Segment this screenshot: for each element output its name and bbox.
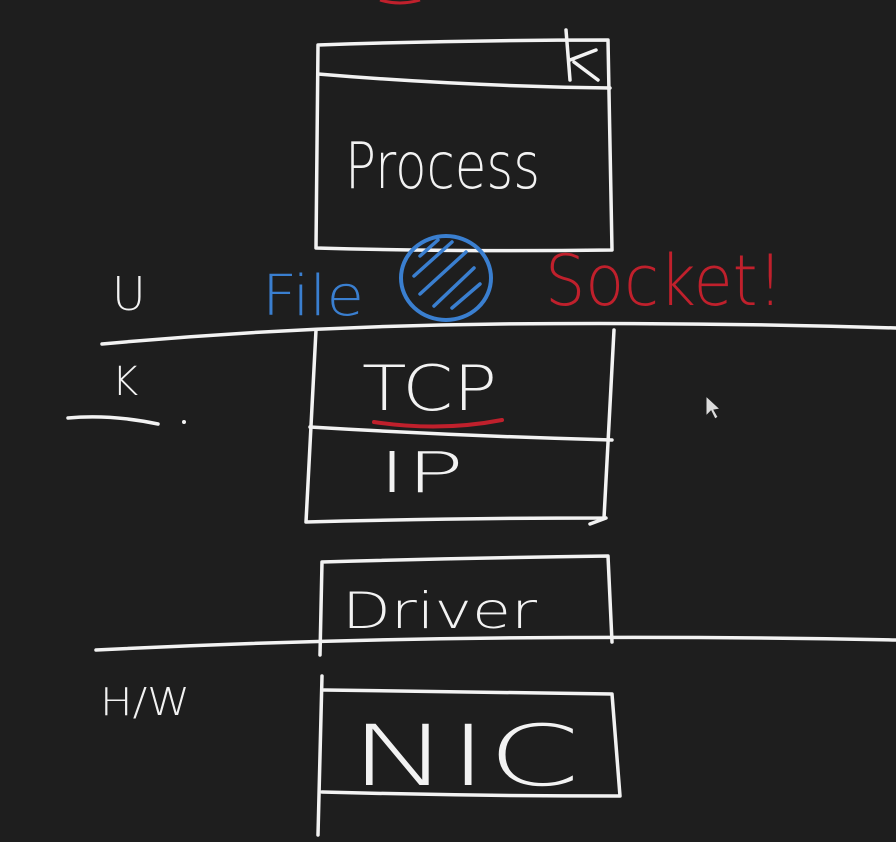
tcp-ip-stack: TCP IP: [304, 328, 616, 526]
red-smudge: [379, 0, 421, 5]
socket-label: Socket!: [545, 240, 783, 322]
tcp-label: TCP: [362, 352, 497, 425]
nic-block: NIC: [316, 674, 622, 837]
driver-block: Driver: [318, 554, 614, 657]
kernel-space-label: K: [112, 359, 138, 405]
hardware-label: H/W: [100, 680, 190, 724]
kernel-hardware-boundary: [94, 635, 896, 652]
kernel-underline: [66, 415, 160, 426]
process-window: Process: [314, 28, 614, 253]
tcp-underline: [372, 418, 504, 429]
driver-label: Driver: [342, 582, 538, 640]
hatched-circle-icon: [399, 234, 493, 322]
user-space-label: U: [112, 267, 146, 321]
tcp-ip-divider: [308, 425, 614, 442]
process-label: Process: [345, 130, 540, 204]
nic-label: NIC: [350, 707, 580, 805]
file-label: File: [262, 264, 364, 329]
user-kernel-boundary: [100, 321, 896, 346]
process-title-bar: [316, 72, 612, 90]
mouse-pointer-icon: [705, 394, 722, 420]
chalk-dot: [182, 420, 186, 424]
ip-label: IP: [378, 441, 464, 506]
close-icon: [564, 28, 600, 82]
